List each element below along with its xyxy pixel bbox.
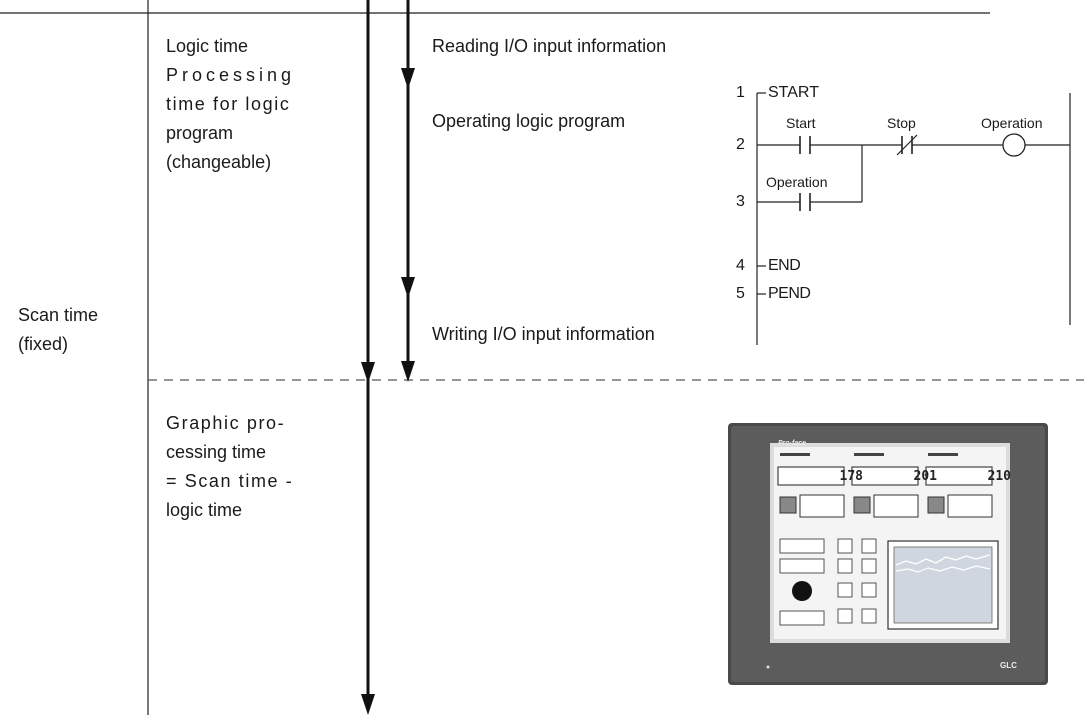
logic-time-label: Processing xyxy=(166,65,296,85)
graphic-time-label: logic time xyxy=(166,500,243,520)
ladder-row-number: 2 xyxy=(736,136,745,153)
graphic-time-label: cessing time xyxy=(166,442,267,462)
logic-time-label: time for logic xyxy=(166,94,291,114)
ladder-row-number: 3 xyxy=(736,193,745,210)
panel-brand-logo: Pro-face xyxy=(778,440,807,447)
ladder-row-number: 5 xyxy=(736,285,745,302)
logic-time-label: (changeable) xyxy=(166,152,272,172)
scan-time-label: (fixed) xyxy=(18,334,69,354)
ladder-start-instruction: START xyxy=(768,84,819,101)
contact-start-label: Start xyxy=(786,115,816,131)
step-operate-logic: Operating logic program xyxy=(432,111,626,131)
coil-operation-label: Operation xyxy=(981,115,1043,131)
ladder-end-instruction: END xyxy=(768,257,801,274)
contact-stop-label: Stop xyxy=(887,115,916,131)
panel-value: 201 xyxy=(913,469,937,484)
logic-time-label: program xyxy=(166,123,234,143)
contact-operation-label: Operation xyxy=(766,174,828,190)
ladder-row-number: 4 xyxy=(736,257,745,274)
ladder-pend-instruction: PEND xyxy=(768,285,811,302)
logic-time-label: Logic time xyxy=(166,36,249,56)
graphic-time-label: Graphic pro- xyxy=(166,413,286,433)
panel-glc-logo: GLC xyxy=(1000,661,1017,670)
touch-panel-image xyxy=(728,423,1048,685)
step-write-io: Writing I/O input information xyxy=(432,324,655,344)
graphic-time-label: = Scan time - xyxy=(166,471,294,491)
panel-value: 210 xyxy=(987,469,1011,484)
step-read-io: Reading I/O input information xyxy=(432,36,667,56)
panel-value: 178 xyxy=(839,469,863,484)
scan-time-label: Scan time xyxy=(18,305,99,325)
ladder-row-number: 1 xyxy=(736,84,745,101)
